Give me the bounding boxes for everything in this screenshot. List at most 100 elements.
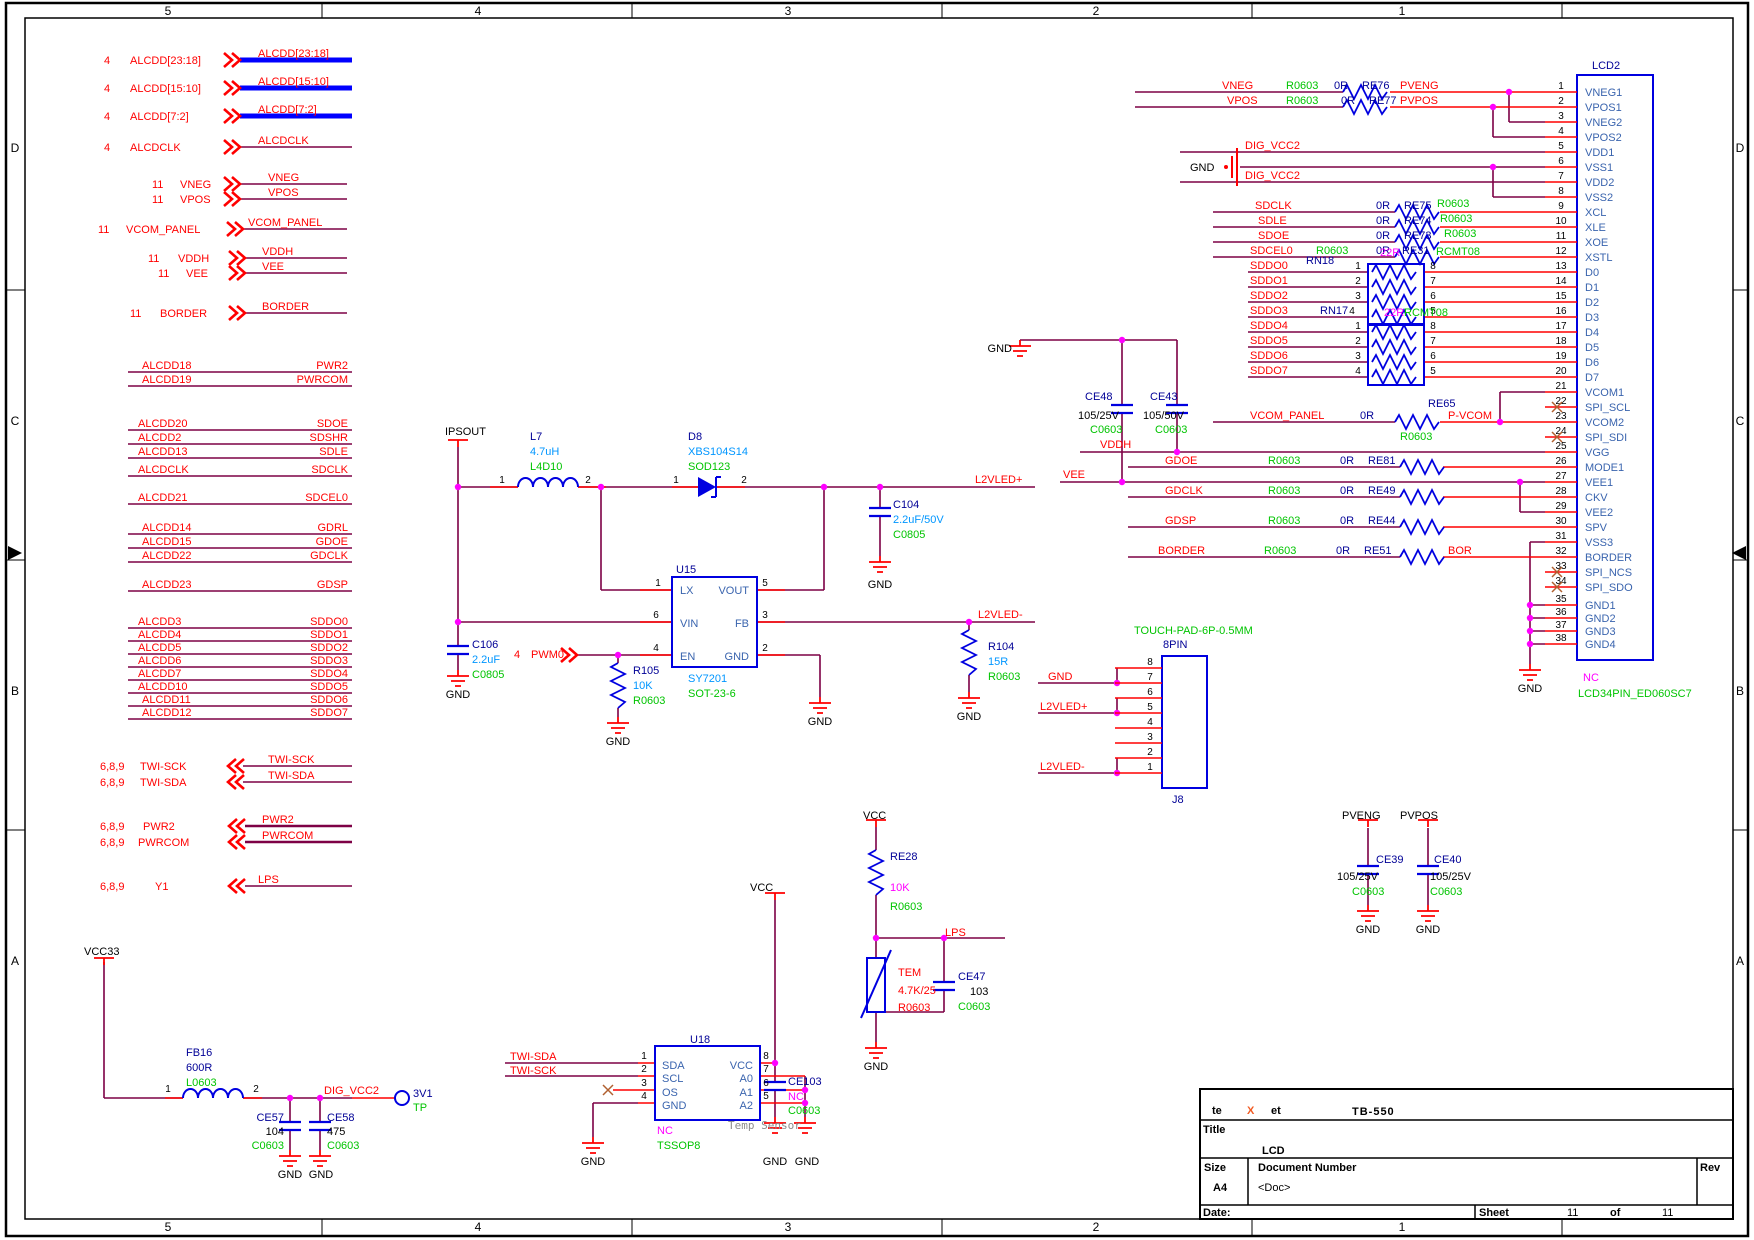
schematic-label: RE73 bbox=[1404, 230, 1432, 242]
r105-resistor-icon bbox=[610, 662, 626, 709]
testpoint-3v1-icon bbox=[394, 1090, 410, 1106]
schematic-label: GND bbox=[662, 1100, 687, 1112]
schematic-label: VSS3 bbox=[1585, 537, 1613, 549]
r104-resistor-icon bbox=[961, 629, 977, 676]
schematic-label: 1 bbox=[1355, 261, 1361, 272]
schematic-label: RCMT08 bbox=[1404, 307, 1448, 319]
schematic-label: SDDO1 bbox=[310, 629, 348, 641]
re65-resistor-icon bbox=[1394, 414, 1440, 430]
schematic-label: VCOM1 bbox=[1585, 387, 1624, 399]
schematic-label: R0603 bbox=[1268, 485, 1300, 497]
schematic-label: 0R bbox=[1376, 200, 1390, 212]
schematic-label: TWI-SDA bbox=[140, 777, 187, 789]
schematic-label: VCC bbox=[730, 1060, 753, 1072]
schematic-label: ALCDD[15:10] bbox=[258, 76, 329, 88]
schematic-label: ALCDD23 bbox=[142, 579, 192, 591]
c104-cap-icon bbox=[867, 506, 893, 518]
schematic-label: L2VLED+ bbox=[975, 474, 1022, 486]
schematic-label: 10K bbox=[633, 680, 653, 692]
schematic-label: ALCDD22 bbox=[142, 550, 192, 562]
schematic-label: D5 bbox=[1585, 342, 1599, 354]
schematic-label: C0603 bbox=[1155, 424, 1187, 436]
gnd-symbol bbox=[957, 691, 981, 709]
schematic-label: 0R bbox=[1340, 455, 1354, 467]
schematic-label: R0603 bbox=[988, 671, 1020, 683]
gnd-symbol bbox=[864, 1041, 888, 1059]
schematic-label: ALCDD4 bbox=[138, 629, 181, 641]
schematic-label: SDDO4 bbox=[310, 668, 348, 680]
schematic-label: CE47 bbox=[958, 971, 986, 983]
schematic-label: 5 bbox=[762, 578, 768, 589]
schematic-label: TOUCH-PAD-6P-0.5MM bbox=[1134, 625, 1253, 637]
schematic-label: 11 bbox=[158, 268, 169, 280]
schematic-label: 4 bbox=[475, 1220, 482, 1234]
schematic-label: 0R bbox=[1376, 215, 1390, 227]
schematic-label: 6,8,9 bbox=[100, 881, 124, 893]
schematic-label: 4 bbox=[1349, 306, 1355, 317]
schematic-label: SPI_SCL bbox=[1585, 402, 1630, 414]
schematic-label: 2 bbox=[741, 475, 747, 486]
gnd-symbol bbox=[308, 1149, 332, 1167]
re81-resistor-icon bbox=[1399, 459, 1445, 475]
ce47-cap-icon bbox=[931, 980, 957, 992]
schematic-label: 3 bbox=[785, 1220, 792, 1234]
schematic-label: TWI-SDA bbox=[510, 1051, 557, 1063]
schematic-label: FB16 bbox=[186, 1047, 212, 1059]
schematic-label: CE43 bbox=[1150, 391, 1178, 403]
bus-entry-icon bbox=[227, 877, 247, 895]
schematic-label: Y1 bbox=[155, 881, 168, 893]
schematic-label: PVPOS bbox=[1400, 95, 1438, 107]
title-label: Title bbox=[1203, 1124, 1225, 1136]
schematic-label: 2 bbox=[641, 1064, 647, 1075]
schematic-label: P-VCOM bbox=[1448, 410, 1492, 422]
schematic-label: GND1 bbox=[1585, 600, 1616, 612]
schematic-label: SPV bbox=[1585, 522, 1608, 534]
gnd-symbol bbox=[446, 669, 470, 687]
schematic-label: VNEG2 bbox=[1585, 117, 1622, 129]
schematic-label: BORDER bbox=[1158, 545, 1205, 557]
schematic-label: 103 bbox=[970, 986, 988, 998]
schematic-label: GDCLK bbox=[310, 550, 349, 562]
schematic-label: CE58 bbox=[327, 1112, 355, 1124]
schematic-label: 4 bbox=[475, 4, 482, 18]
schematic-label: XOE bbox=[1585, 237, 1608, 249]
schematic-label: 15R bbox=[988, 656, 1008, 668]
schematic-label: GND bbox=[1416, 924, 1441, 936]
schematic-label: R105 bbox=[633, 665, 659, 677]
schematic-label: CE40 bbox=[1434, 854, 1462, 866]
schematic-label: 11 bbox=[152, 179, 163, 191]
schematic-label: 104 bbox=[266, 1126, 284, 1138]
schematic-label: PVPOS bbox=[1400, 810, 1438, 822]
schematic-label: BORDER bbox=[1585, 552, 1632, 564]
schematic-label: R0603 bbox=[1286, 95, 1318, 107]
schematic-label: C bbox=[1736, 414, 1745, 428]
schematic-label: 3 bbox=[1355, 291, 1361, 302]
schematic-label: BORDER bbox=[262, 301, 309, 313]
j8-body bbox=[1161, 655, 1208, 789]
schematic-label: NC bbox=[657, 1125, 673, 1137]
schematic-label: 600R bbox=[186, 1062, 212, 1074]
schematic-label: 22R bbox=[1380, 247, 1400, 259]
schematic-label: SDDO7 bbox=[310, 707, 348, 719]
schematic-label: RE51 bbox=[1364, 545, 1392, 557]
schematic-label: VCOM2 bbox=[1585, 417, 1624, 429]
schematic-label: ALCDD15 bbox=[142, 536, 192, 548]
lcd2-body bbox=[1576, 74, 1654, 661]
schematic-label: 2 bbox=[1355, 336, 1361, 347]
schematic-label: 11 bbox=[148, 253, 159, 265]
schematic-label: VPOS2 bbox=[1585, 132, 1622, 144]
schematic-label: D2 bbox=[1585, 297, 1599, 309]
schematic-label: C104 bbox=[893, 499, 919, 511]
schematic-label: LPS bbox=[945, 927, 966, 939]
schematic-label: VDDH bbox=[262, 246, 293, 258]
schematic-label: GND bbox=[309, 1169, 334, 1181]
schematic-label: SDA bbox=[662, 1060, 685, 1072]
schematic-label: 2.2uF bbox=[472, 654, 500, 666]
schematic-label: 14 bbox=[1555, 276, 1567, 287]
schematic-label: VOUT bbox=[718, 585, 749, 597]
schematic-label: ALCDD21 bbox=[138, 492, 188, 504]
schematic-label: XLE bbox=[1585, 222, 1606, 234]
schematic-label: 4 bbox=[653, 643, 659, 654]
schematic-label: SOT-23-6 bbox=[688, 688, 736, 700]
schematic-label: L4D10 bbox=[530, 461, 562, 473]
